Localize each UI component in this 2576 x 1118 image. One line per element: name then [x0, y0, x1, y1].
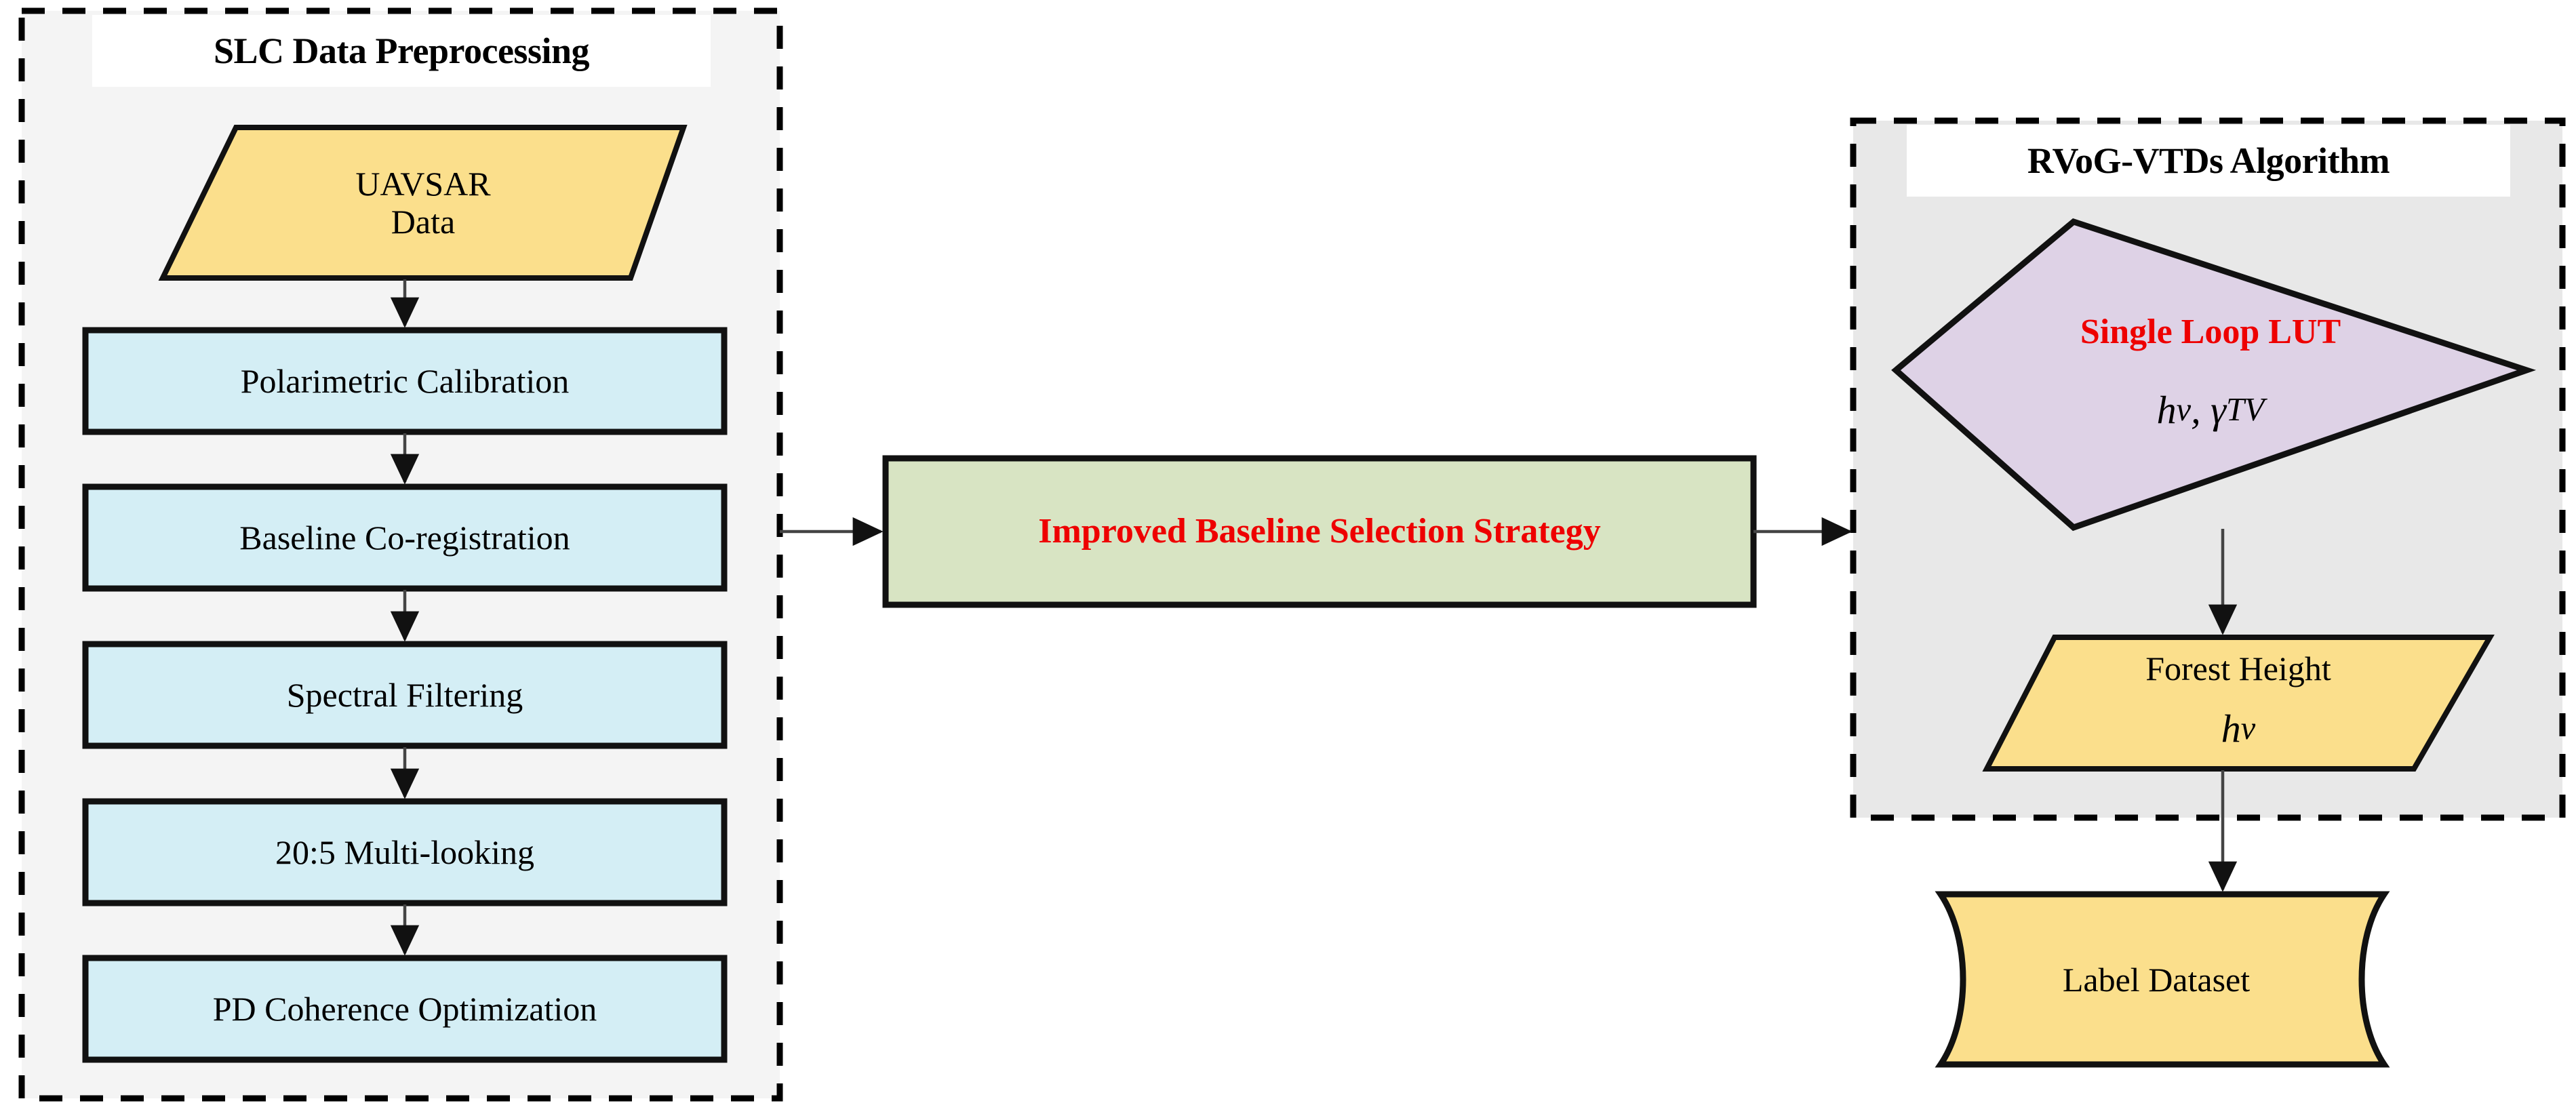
process-box-spectral-filtering[interactable]: [82, 641, 728, 749]
strategy-box[interactable]: [882, 455, 1757, 608]
process-box-pd-coherence-optimization[interactable]: [82, 955, 728, 1063]
process-box-polarimetric-calibration[interactable]: [82, 327, 728, 435]
decision-diamond-single-loop-lut[interactable]: [1891, 218, 2537, 532]
connectors-layer: [390, 279, 2238, 956]
label-dataset-cylinder[interactable]: [1935, 891, 2390, 1068]
right-panel-title-backing: [1907, 125, 2510, 197]
process-box-baseline-coregistration[interactable]: [82, 483, 728, 592]
left-panel-title-backing: [92, 15, 711, 87]
process-box-multi-looking[interactable]: [82, 798, 728, 906]
uavsar-data-shape[interactable]: [158, 125, 688, 281]
forest-height-shape[interactable]: [1982, 635, 2495, 772]
